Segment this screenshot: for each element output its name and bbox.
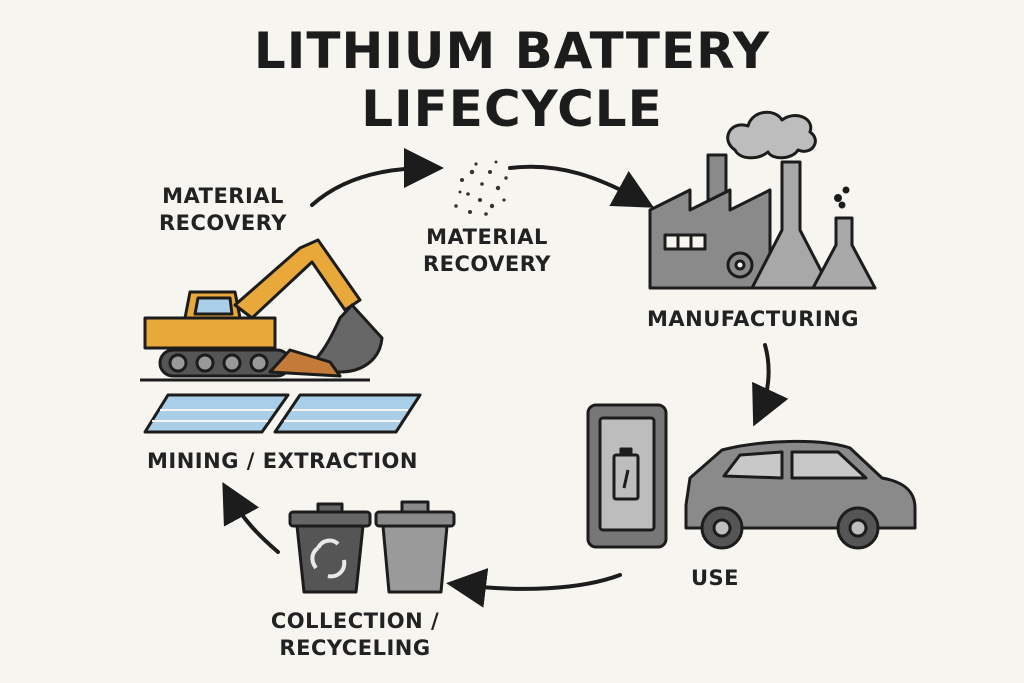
- stage-use: USE: [690, 566, 740, 590]
- stage-collection-recycling: COLLECTION / RECYCELING: [265, 608, 445, 662]
- stage-label-line: MATERIAL: [162, 184, 284, 208]
- stage-manufacturing: MANUFACTURING: [646, 307, 860, 331]
- smartphone-battery-icon: [586, 403, 668, 549]
- cycle-arrows: [222, 148, 789, 608]
- factory-icon: [648, 110, 817, 290]
- stage-mining-extraction: MINING / EXTRACTION: [147, 449, 418, 473]
- trash-bin-icon: [374, 500, 456, 594]
- title-line-2: LIFECYCLE: [361, 80, 663, 138]
- arrow-icon: [446, 568, 622, 608]
- excavator-icon: [140, 238, 384, 382]
- arrow-icon: [310, 148, 444, 207]
- stage-label-line: MATERIAL: [426, 225, 548, 249]
- diagram-title: LITHIUM BATTERY LIFECYCLE: [0, 22, 1024, 138]
- flask-icon: [750, 160, 877, 290]
- stage-label-line: RECOVERY: [422, 252, 552, 276]
- stage-label-line: RECOVERY: [158, 211, 288, 235]
- stage-material-recovery-left: MATERIAL RECOVERY: [148, 183, 298, 237]
- particles-icon: [454, 160, 508, 216]
- evaporation-pond-icon: [143, 393, 422, 434]
- title-line-1: LITHIUM BATTERY: [253, 22, 771, 80]
- recycling-bin-icon: [288, 502, 372, 594]
- arrow-icon: [752, 343, 789, 427]
- stage-material-recovery-center: MATERIAL RECOVERY: [412, 224, 562, 278]
- arrow-icon: [508, 164, 655, 208]
- stage-label-line: COLLECTION /: [270, 609, 440, 633]
- arrow-icon: [222, 481, 280, 554]
- stage-label-line: RECYCELING: [279, 636, 431, 660]
- car-icon: [684, 439, 917, 550]
